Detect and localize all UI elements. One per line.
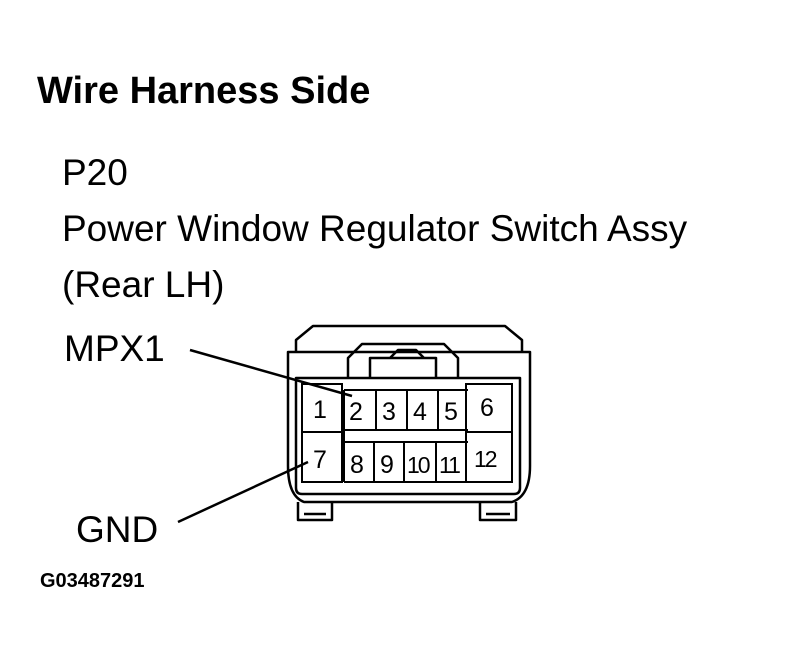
leader-line-gnd bbox=[177, 460, 309, 524]
pin-label-7: 7 bbox=[313, 446, 327, 474]
pin-label-8: 8 bbox=[350, 451, 364, 479]
pin-label-5: 5 bbox=[444, 398, 458, 426]
pin-label-3: 3 bbox=[382, 398, 396, 426]
diagram-title: Wire Harness Side bbox=[37, 70, 371, 112]
connector-name-line2: (Rear LH) bbox=[62, 264, 225, 305]
connector-feet bbox=[296, 502, 518, 522]
pin-label-1: 1 bbox=[313, 396, 327, 424]
pin-column-lines bbox=[343, 390, 439, 482]
pin-label-9: 9 bbox=[380, 451, 394, 479]
callout-gnd-label: GND bbox=[76, 509, 159, 550]
connector-name-line1: Power Window Regulator Switch Assy bbox=[62, 208, 688, 249]
figure-id: G03487291 bbox=[40, 570, 145, 592]
pin-label-10: 10 bbox=[407, 452, 430, 478]
pin-label-11: 11 bbox=[439, 452, 460, 478]
callout-mpx1-label: MPX1 bbox=[64, 328, 165, 369]
connector-code: P20 bbox=[62, 152, 128, 193]
pin-cavity-7 bbox=[301, 431, 343, 483]
pin-label-12: 12 bbox=[474, 446, 497, 472]
connector-lock-tab bbox=[346, 342, 460, 378]
connector-cavity-outline bbox=[294, 376, 522, 496]
pin-label-6: 6 bbox=[480, 394, 494, 422]
pin-label-2: 2 bbox=[349, 398, 363, 426]
pin-cavity-12 bbox=[465, 431, 513, 483]
connector-housing-outline bbox=[286, 324, 532, 504]
leader-line-mpx1 bbox=[189, 348, 353, 398]
pin-label-4: 4 bbox=[413, 398, 427, 426]
